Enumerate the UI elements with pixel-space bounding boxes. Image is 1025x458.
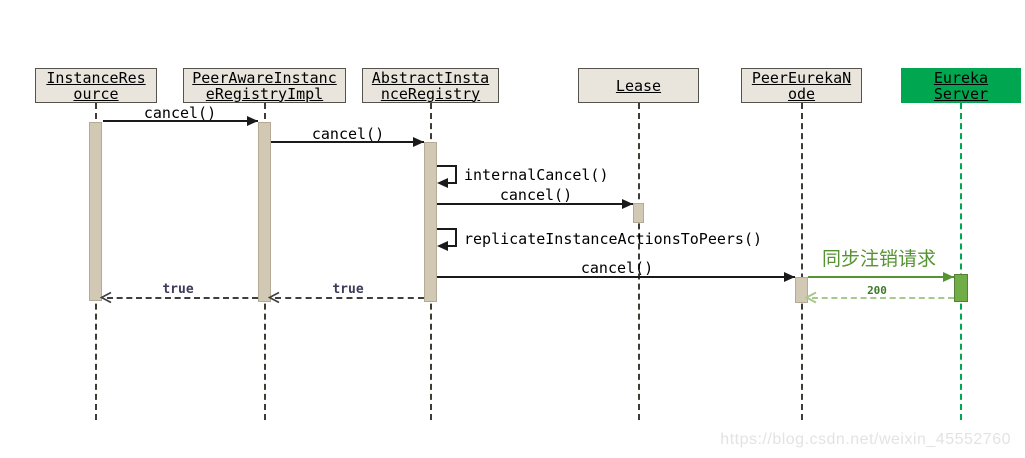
participant-label: PeerEurekaN ode — [751, 68, 852, 103]
arrowhead-icon — [413, 137, 424, 147]
participant-instance-resource: InstanceRes ource — [35, 68, 157, 103]
arrowhead-icon — [943, 272, 954, 282]
participant-label: Lease — [615, 76, 662, 95]
activation-peer-eureka-node — [795, 277, 808, 303]
participant-peer-eureka-node: PeerEurekaN ode — [741, 68, 862, 103]
self-call-line — [455, 165, 457, 184]
open-arrowhead-icon — [100, 291, 112, 304]
watermark: https://blog.csdn.net/weixin_45552760 — [720, 431, 1011, 448]
open-arrowhead-icon — [268, 291, 280, 304]
message-line — [271, 141, 424, 143]
message-label: cancel() — [499, 186, 573, 204]
self-call-line — [455, 228, 457, 247]
message-label: true — [162, 282, 194, 297]
arrowhead-icon — [622, 199, 633, 209]
arrowhead-icon — [437, 241, 448, 251]
message-line — [437, 203, 633, 205]
participant-lease: Lease — [578, 68, 699, 103]
lifeline-lease — [638, 103, 640, 420]
return-line — [275, 297, 424, 299]
self-call-line — [437, 228, 457, 230]
self-call-line — [448, 245, 457, 247]
message-label: cancel() — [143, 104, 217, 122]
self-call-line — [437, 165, 457, 167]
lifeline-peer-eureka-node — [801, 103, 803, 420]
message-line — [103, 120, 258, 122]
lifeline-eureka-server — [960, 103, 962, 420]
message-label: internalCancel() — [464, 166, 609, 184]
message-line — [437, 276, 795, 278]
arrowhead-icon — [784, 272, 795, 282]
activation-abstract-registry — [424, 142, 437, 302]
return-line — [107, 297, 258, 299]
activation-lease — [633, 203, 644, 223]
message-label: cancel() — [311, 125, 385, 143]
message-label: 200 — [867, 284, 887, 297]
activation-peer-aware-registry — [258, 122, 271, 302]
message-label: cancel() — [580, 259, 654, 277]
participant-label: PeerAwareInstanc eRegistryImpl — [192, 68, 337, 103]
activation-instance-resource — [89, 122, 102, 301]
participant-eureka-server: Eureka Server — [901, 68, 1021, 103]
activation-eureka-server — [954, 274, 968, 302]
message-label: 同步注销请求 — [821, 249, 937, 270]
participant-abstract-registry: AbstractInsta nceRegistry — [362, 68, 499, 103]
participant-label: Eureka Server — [933, 68, 989, 103]
arrowhead-icon — [437, 178, 448, 188]
participant-label: InstanceRes ource — [46, 68, 146, 103]
message-label: replicateInstanceActionsToPeers() — [464, 230, 763, 248]
self-call-line — [448, 182, 457, 184]
return-line — [812, 297, 954, 299]
participant-peer-aware-registry: PeerAwareInstanc eRegistryImpl — [183, 68, 346, 103]
arrowhead-icon — [247, 116, 258, 126]
open-arrowhead-icon — [805, 291, 817, 304]
message-line — [808, 276, 954, 278]
participant-label: AbstractInsta nceRegistry — [371, 68, 490, 103]
message-label: true — [332, 282, 364, 297]
